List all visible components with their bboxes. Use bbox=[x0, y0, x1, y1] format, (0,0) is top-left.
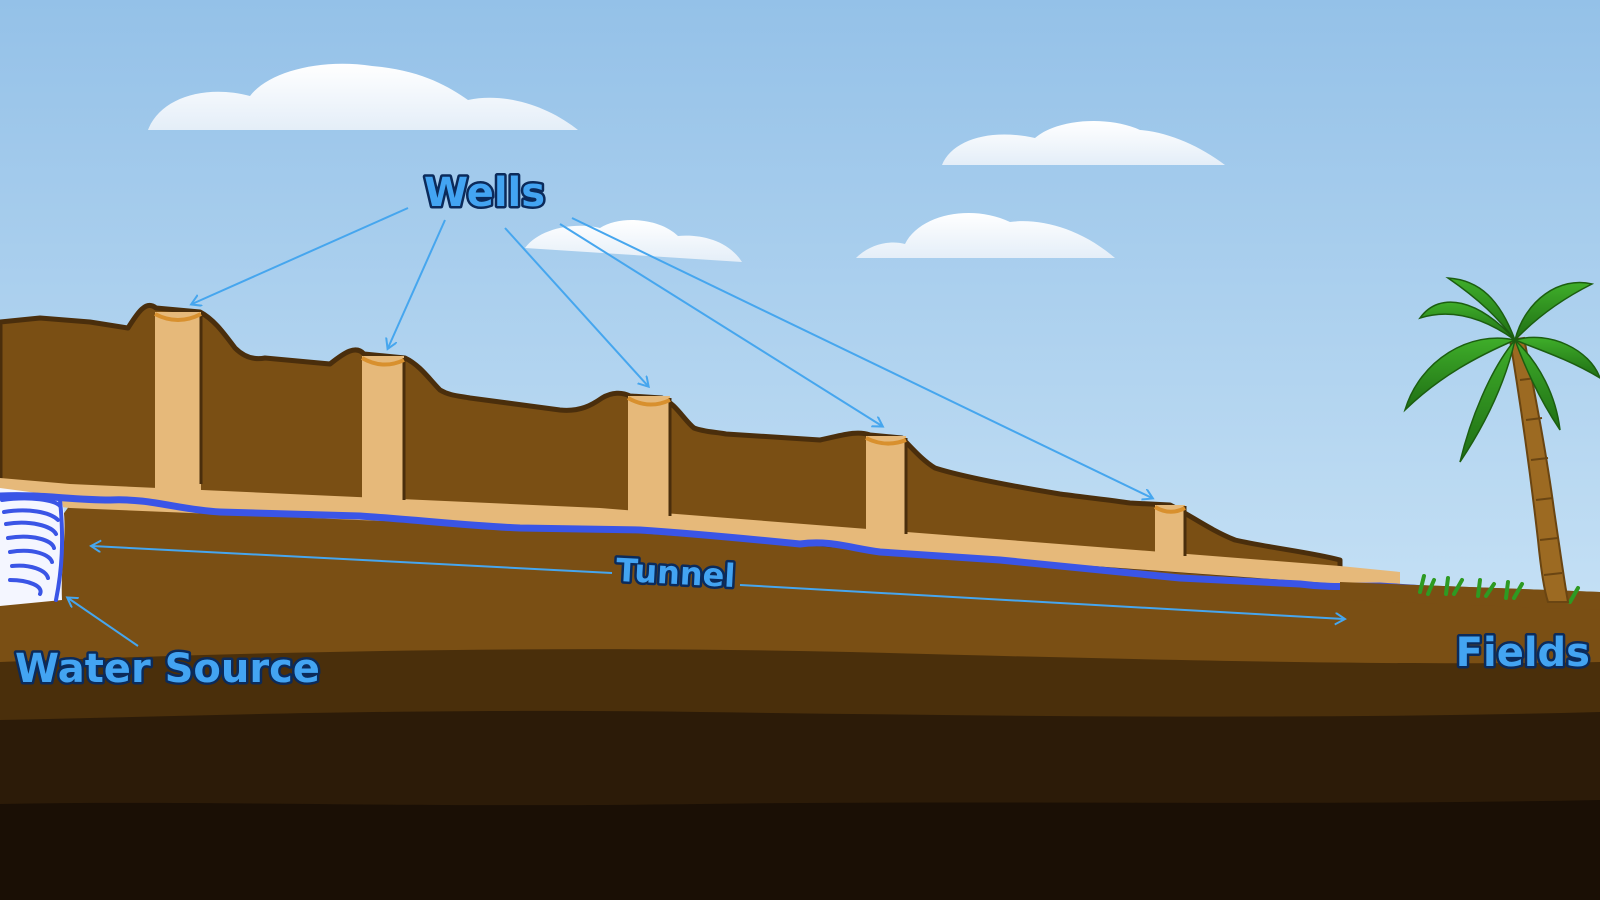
arrow-icon bbox=[504, 227, 648, 386]
arrow-icon bbox=[92, 546, 613, 574]
arrow-icon bbox=[739, 584, 1344, 619]
water-flow bbox=[0, 492, 1484, 596]
well-shaft bbox=[866, 436, 906, 536]
cloud-icon bbox=[525, 220, 742, 262]
wells-label: Wells bbox=[424, 170, 545, 216]
palm-tree-icon bbox=[1403, 277, 1600, 603]
well-shaft bbox=[155, 312, 201, 494]
tunnel-arrow bbox=[92, 546, 1344, 619]
arrow-icon bbox=[559, 223, 882, 426]
field-ground bbox=[1340, 582, 1600, 610]
field-crops bbox=[1418, 574, 1580, 604]
water-source-label: Water Source bbox=[15, 646, 320, 692]
well-arrows bbox=[192, 207, 1152, 498]
deep-soil-layer bbox=[0, 698, 1600, 806]
well-mouths bbox=[154, 312, 1186, 514]
lower-soil-layer bbox=[0, 505, 1600, 664]
water-source-arrow bbox=[68, 598, 139, 647]
cloud-icon bbox=[148, 63, 578, 131]
well-shaft bbox=[362, 356, 404, 502]
cloud-icon bbox=[856, 213, 1115, 258]
arrow-icon bbox=[388, 219, 446, 348]
mid-soil-layer bbox=[0, 646, 1600, 720]
arrow-icon bbox=[571, 217, 1152, 498]
tunnel-label: Tunnel bbox=[615, 551, 736, 595]
cloud-icon bbox=[942, 120, 1225, 165]
tunnel-channel bbox=[0, 478, 1400, 584]
arrow-icon bbox=[192, 207, 409, 304]
fields-label: Fields bbox=[1456, 630, 1590, 676]
well-shaft-edges bbox=[199, 314, 1187, 556]
well-shaft bbox=[628, 396, 670, 518]
